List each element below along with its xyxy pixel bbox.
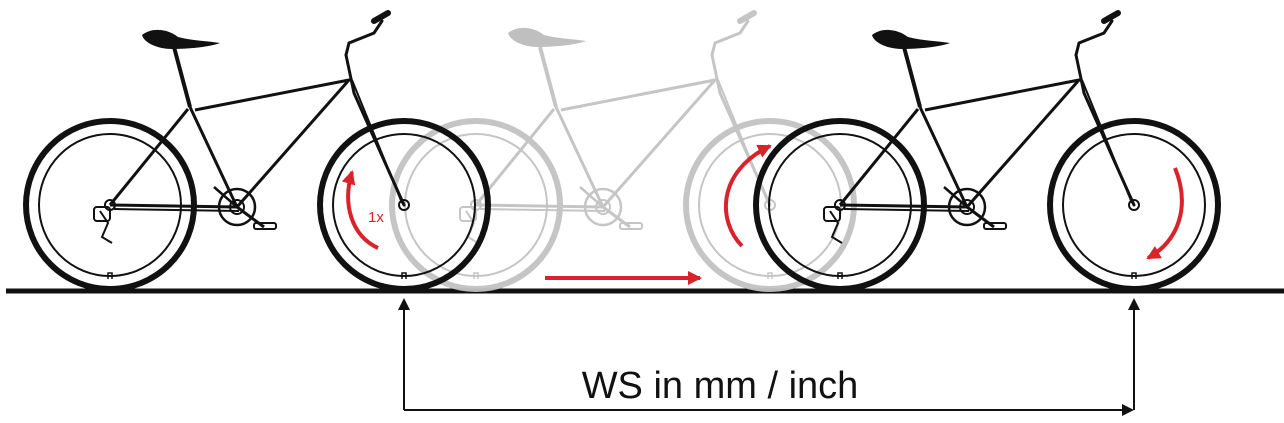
rotation-arrow-ghost xyxy=(723,144,772,248)
measure-label: WS in mm / inch xyxy=(582,365,859,407)
rotation-arrow-end xyxy=(1146,167,1184,260)
rotation-arrow-start xyxy=(341,170,379,250)
rotation-count-label: 1x xyxy=(368,209,384,226)
bike-end xyxy=(756,13,1218,289)
